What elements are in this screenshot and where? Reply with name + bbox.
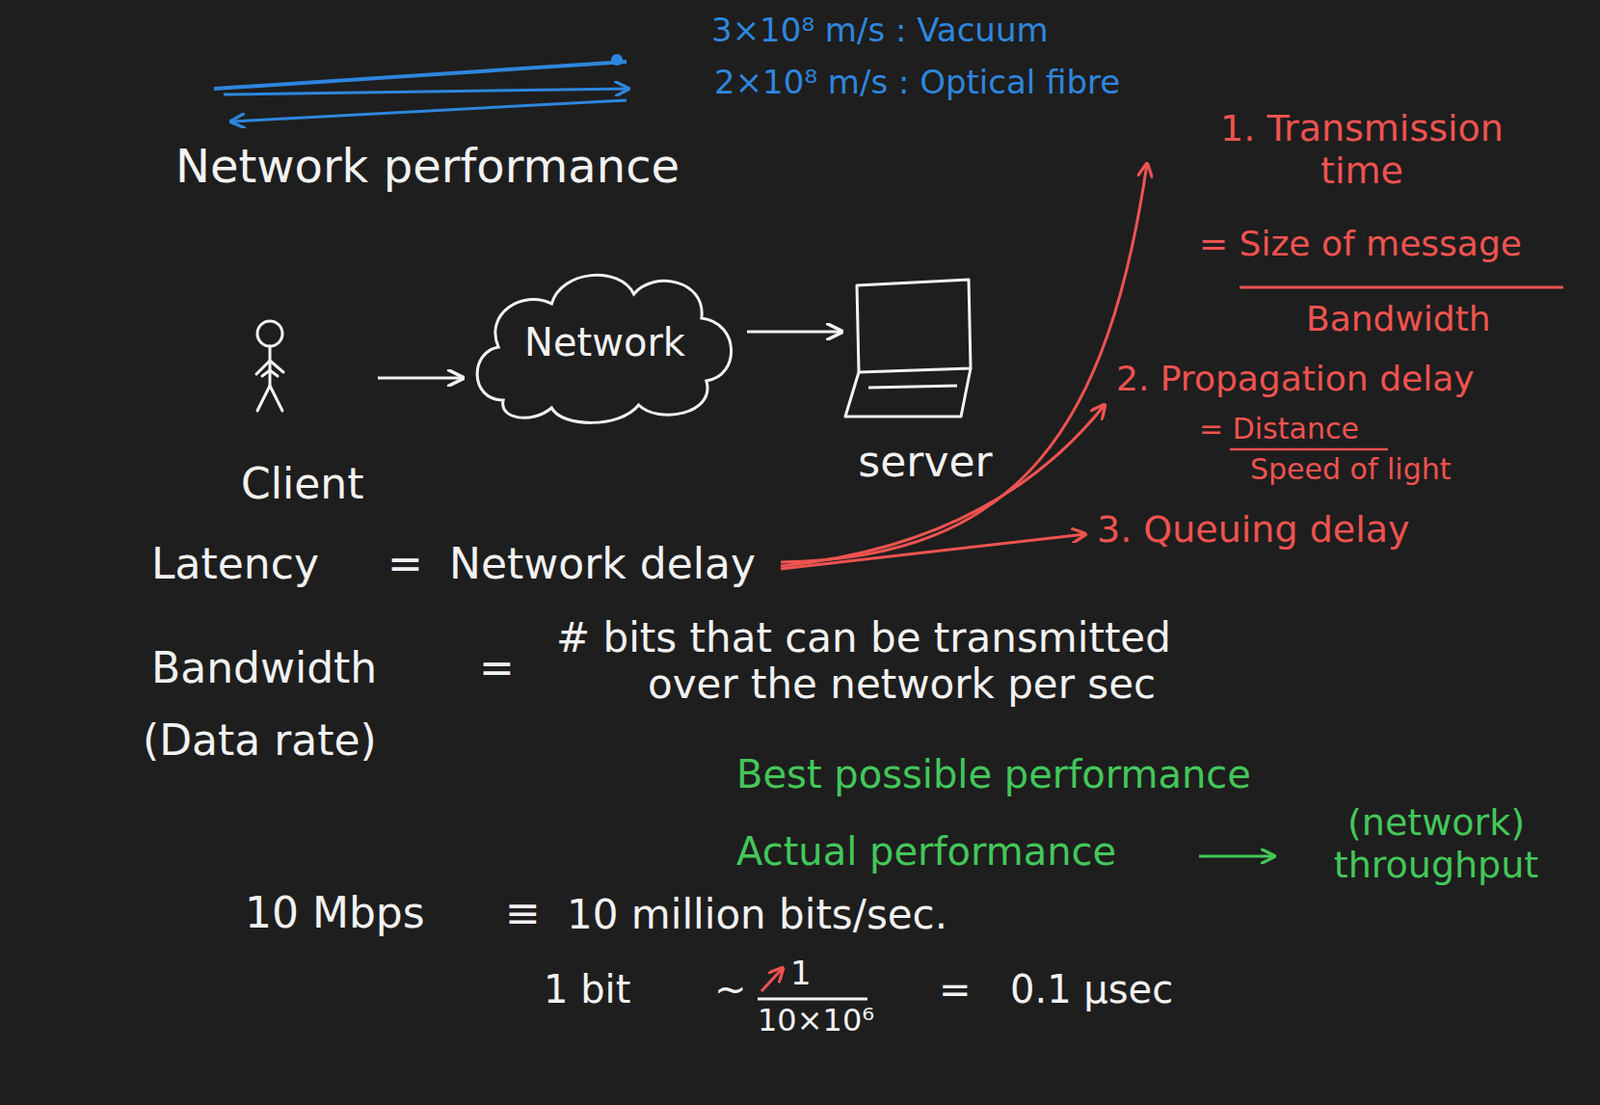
note-text: Network delay xyxy=(449,539,756,589)
note-text: 10×10⁶ xyxy=(757,1002,875,1039)
note-text: ≡ xyxy=(505,888,541,938)
forward-arrow xyxy=(223,88,629,95)
note-text: = xyxy=(479,643,515,694)
stick-figure xyxy=(256,320,284,411)
laptop-icon xyxy=(845,279,971,417)
note-text: = Distance xyxy=(1199,412,1360,447)
note-text: 10 million bits/sec. xyxy=(566,891,948,938)
note-text: 10 Mbps xyxy=(244,888,426,938)
note-text: (Data rate) xyxy=(142,716,377,766)
node-label: server xyxy=(857,437,992,487)
note-text: Actual performance xyxy=(736,828,1117,874)
note-text: = xyxy=(938,966,972,1012)
note-text: = xyxy=(387,539,424,589)
note-text: Bandwidth xyxy=(151,643,377,694)
pointer-arrow xyxy=(761,967,783,991)
cloud-outline xyxy=(477,274,731,423)
note-text: 1 bit xyxy=(543,966,631,1012)
result-arrow xyxy=(1199,854,1275,858)
note-text: 1 xyxy=(790,954,812,992)
note-text: Latency xyxy=(151,539,320,589)
note-text: (network) throughput xyxy=(1291,801,1581,886)
delay-leader-arrows xyxy=(780,163,1147,569)
note-text: 0.1 μsec xyxy=(1010,966,1174,1012)
note-text: 3×10⁸ m/s : Vacuum xyxy=(711,11,1049,50)
leader-arrow xyxy=(780,404,1105,566)
server-laptop: server xyxy=(843,279,1008,487)
light-travel-arrows xyxy=(213,53,629,122)
node-label: Network xyxy=(524,320,686,365)
fraction-bar xyxy=(1239,286,1564,290)
title: Network performance xyxy=(175,139,680,193)
note-text: 2. Propagation delay xyxy=(1116,358,1475,399)
node-label: Client xyxy=(240,459,364,509)
fraction-bar xyxy=(757,997,868,1001)
leader-arrow xyxy=(780,533,1086,569)
leader-arrow xyxy=(780,163,1147,562)
network-cloud: Network xyxy=(464,255,746,429)
flow-arrow xyxy=(377,376,463,380)
note-text: 3. Queuing delay xyxy=(1096,508,1410,552)
note-text: 1. Transmission time xyxy=(1173,107,1550,192)
client-figure: Client xyxy=(240,316,376,509)
note-text: 2×10⁸ m/s : Optical fibre xyxy=(714,63,1120,102)
light-path-line xyxy=(213,61,627,89)
note-text: = Size of message xyxy=(1199,223,1522,264)
note-text: ~ xyxy=(714,966,747,1012)
note-text: Best possible performance xyxy=(736,751,1252,797)
light-path-dot xyxy=(611,53,623,66)
fraction-bar xyxy=(1229,448,1388,452)
return-arrow xyxy=(231,100,627,122)
note-text: Bandwidth xyxy=(1306,298,1492,339)
flow-arrow xyxy=(746,330,842,334)
note-text: # bits that can be transmitted over the … xyxy=(556,614,1188,709)
note-text: Speed of light xyxy=(1250,453,1452,487)
